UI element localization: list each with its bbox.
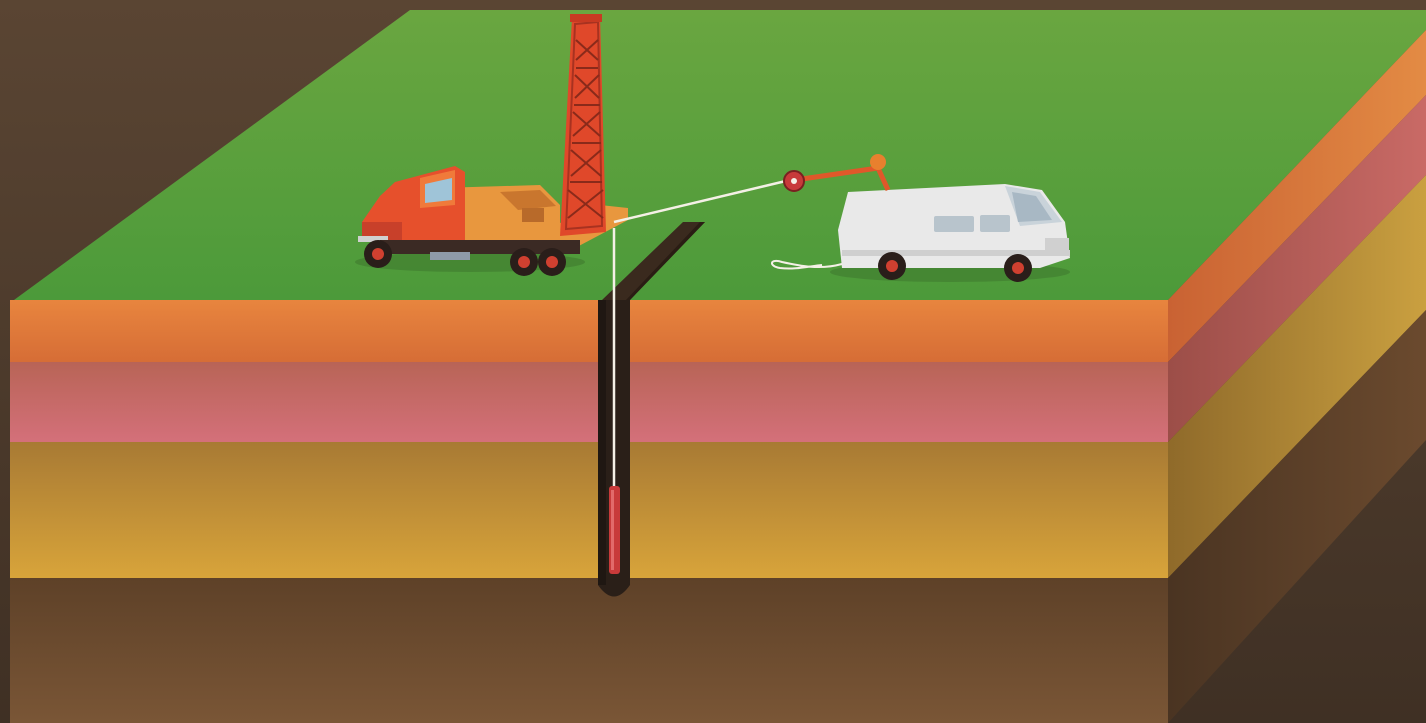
logging-probe xyxy=(609,486,620,574)
layer-sand-ochre xyxy=(10,442,1168,578)
front-cross-section xyxy=(10,300,1168,723)
van-window-2 xyxy=(980,215,1010,232)
layer-bedrock-brown xyxy=(10,578,1168,723)
layer-topsoil-orange xyxy=(10,300,1168,362)
layer-clay-pink xyxy=(10,362,1168,442)
van-window xyxy=(934,216,974,232)
